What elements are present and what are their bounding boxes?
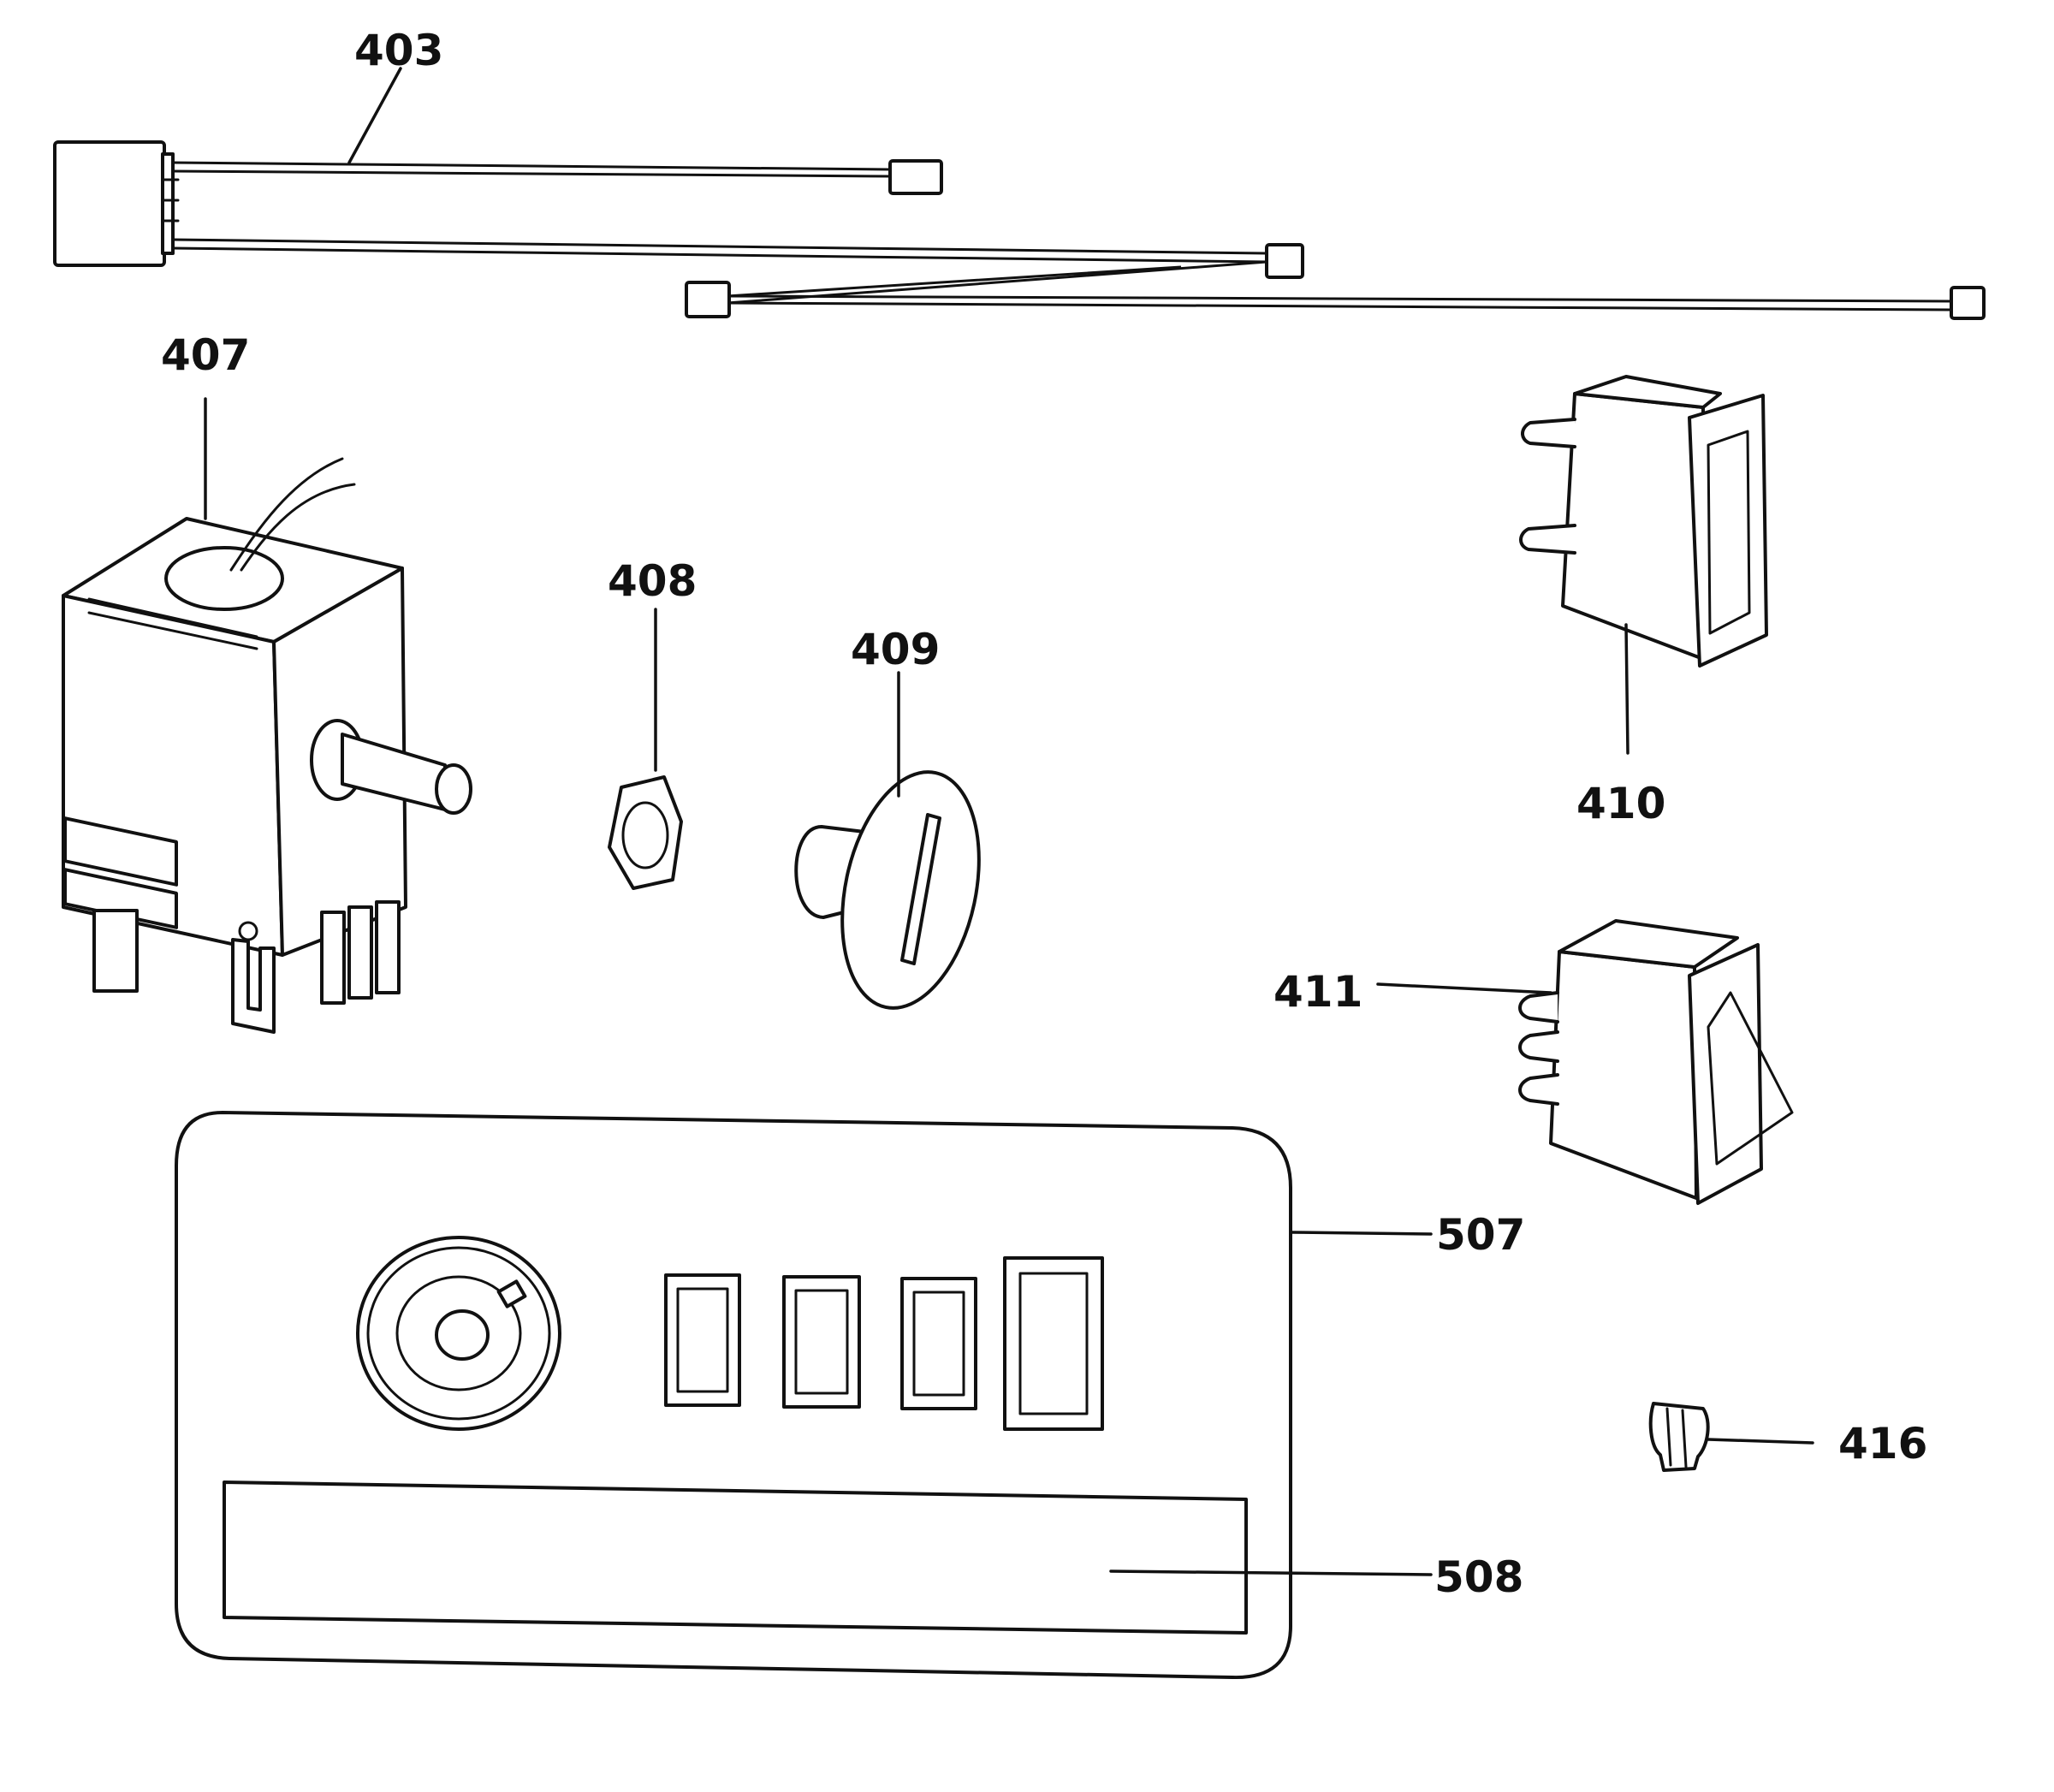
thermostat-terminal-4 [347, 905, 373, 1000]
switch-411-top [1558, 919, 1739, 969]
switch-410-rocker [1707, 430, 1751, 635]
callout-403: 403 [354, 26, 443, 75]
panel-switch-opening-4-inner [1018, 1272, 1089, 1415]
rocker-switch-411: 411 [1273, 919, 1794, 1205]
harness-terminal-left [685, 281, 731, 318]
switch-411-tab-1 [1518, 991, 1559, 1024]
panel-dial-center-hole [435, 1309, 490, 1361]
label-strip-508: 508 [223, 1480, 1523, 1635]
thermostat-terminal-5 [375, 900, 401, 994]
capillary-tube [229, 457, 356, 572]
harness-terminal-upper [888, 159, 943, 195]
thermostat-terminal-1 [92, 909, 139, 993]
switch-410-top [1573, 375, 1722, 409]
switch-410-tab-lower [1519, 524, 1576, 555]
panel-dial-inner-circle [395, 1275, 522, 1391]
callout-416: 416 [1838, 1419, 1927, 1469]
leader-507 [1291, 1231, 1433, 1236]
leader-416 [1707, 1438, 1814, 1445]
callout-411: 411 [1273, 967, 1362, 1017]
thermostat-shaft-tip [435, 763, 472, 815]
nut-body [608, 775, 683, 890]
callout-508: 508 [1434, 1552, 1523, 1602]
harness-wire-lower [727, 294, 1952, 312]
switch-410-tab-upper [1521, 418, 1576, 448]
switch-411-rocker [1707, 991, 1794, 1166]
wire-harness-403: 403 [53, 26, 1986, 320]
clip-slots [1665, 1407, 1688, 1469]
harness-terminal-middle [1265, 243, 1304, 279]
clip-416: 416 [1648, 1402, 1927, 1472]
nut-408: 408 [608, 556, 697, 890]
rocker-switch-410: 410 [1519, 375, 1768, 828]
callout-407: 407 [161, 330, 250, 380]
harness-wire-upper [172, 161, 891, 178]
switch-411-tab-3 [1518, 1073, 1559, 1106]
harness-connector-pins [161, 178, 180, 223]
knob-face [840, 770, 981, 1010]
callout-409: 409 [851, 625, 940, 674]
switch-411-body [1549, 950, 1698, 1200]
leader-410 [1624, 623, 1630, 755]
panel-switch-opening-2-inner [794, 1289, 849, 1395]
thermostat-terminal-2 [231, 938, 276, 1034]
clip-body [1648, 1402, 1710, 1472]
label-strip-body [223, 1480, 1248, 1635]
panel-switch-opening-3-inner [912, 1291, 965, 1397]
callout-410: 410 [1576, 779, 1665, 828]
harness-connector-block [53, 140, 166, 267]
switch-410-body [1561, 392, 1705, 661]
knob-409: 409 [794, 625, 981, 1010]
thermostat-control-407: 407 [62, 330, 472, 1034]
panel-switch-opening-1-inner [676, 1287, 729, 1393]
thermostat-terminal-3 [320, 911, 346, 1005]
thermostat-screw [238, 921, 258, 941]
thermostat-front-groove [87, 597, 258, 650]
harness-terminal-right [1950, 286, 1986, 320]
switch-411-tab-2 [1518, 1030, 1559, 1063]
switch-411-bezel [1688, 943, 1763, 1205]
leader-403 [347, 67, 402, 164]
leader-411 [1376, 982, 1552, 994]
knob-indicator-slot [900, 813, 941, 965]
nut-hole [621, 801, 669, 869]
harness-connector-lip [161, 152, 175, 255]
panel-dial-ring-inner [366, 1246, 551, 1421]
harness-wire-middle [172, 238, 1267, 264]
thermostat-top-hole [164, 546, 284, 611]
callout-507: 507 [1436, 1210, 1525, 1260]
panel-dial-notch [496, 1279, 527, 1308]
thermostat-label-upper [63, 816, 178, 887]
callout-408: 408 [608, 556, 697, 606]
leader-508 [1109, 1569, 1433, 1576]
